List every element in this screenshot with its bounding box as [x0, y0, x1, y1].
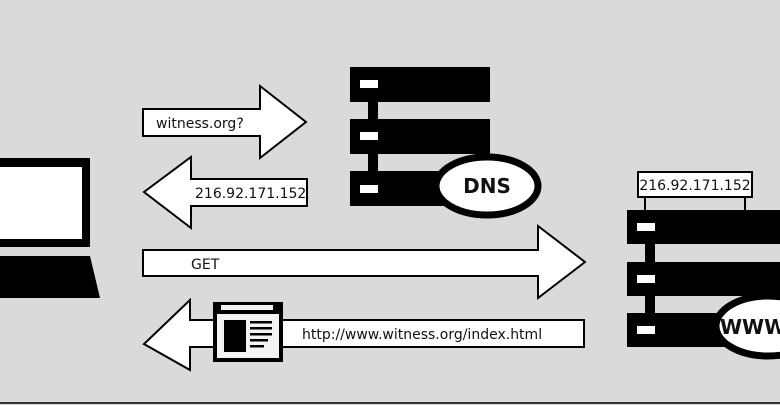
dns-query-arrow: witness.org? — [142, 83, 308, 161]
web-server-ip: 216.92.171.152 — [639, 178, 750, 194]
dns-server: DNS — [350, 67, 542, 219]
web-server-label: WWW — [720, 315, 780, 339]
web-server: 216.92.171.152 WWW — [627, 171, 780, 360]
dns-query-label: witness.org? — [156, 116, 244, 132]
http-request-arrow: GET — [142, 223, 587, 301]
laptop-icon — [0, 158, 100, 298]
browser-window-icon — [213, 302, 283, 362]
dns-server-label: DNS — [463, 174, 511, 198]
dns-response-label: 216.92.171.152 — [195, 186, 306, 202]
http-response-arrow: http://www.witness.org/index.html — [142, 297, 585, 372]
http-response-label: http://www.witness.org/index.html — [302, 327, 542, 343]
dns-response-arrow: 216.92.171.152 — [142, 155, 308, 231]
http-request-label: GET — [191, 257, 220, 273]
